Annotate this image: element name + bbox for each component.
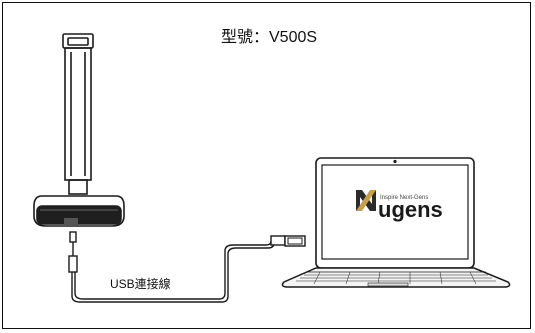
logo-tagline: Inspire Next-Gens (380, 195, 428, 201)
nugens-logo: Inspire Next-Gens ugens (356, 190, 443, 222)
document-camera-icon (33, 33, 125, 227)
usb-cable-icon (68, 231, 306, 303)
usb-cable-label: USB連接線 (110, 277, 171, 291)
model-label: 型號：V500S (221, 29, 318, 46)
logo-wordmark: ugens (378, 197, 443, 222)
laptop-icon: Inspire Next-Gens ugens (281, 157, 511, 288)
